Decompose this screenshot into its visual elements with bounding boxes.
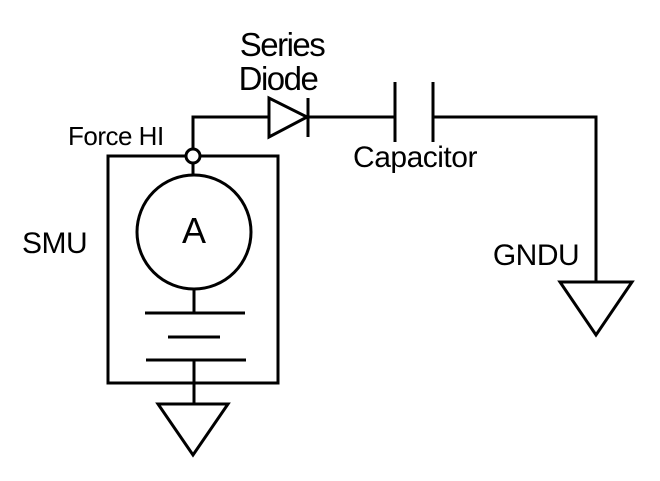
gndu-label: GNDU — [493, 239, 579, 272]
force-hi-label: Force HI — [68, 121, 164, 151]
force-hi-node-icon — [184, 147, 202, 165]
smu-label: SMU — [22, 227, 87, 260]
wire-forcehi-to-diode — [191, 115, 269, 150]
gndu-ground-icon — [557, 280, 635, 338]
capacitor-label: Capacitor — [353, 141, 477, 174]
series-diode-label-line2: Diode — [239, 60, 318, 97]
wire-capacitor-to-gndu — [433, 115, 598, 282]
smu-ground-icon — [155, 402, 231, 458]
series-diode-label-line1: Series — [240, 26, 326, 63]
diode-triangle — [267, 95, 311, 140]
circuit-lines — [106, 82, 635, 458]
ammeter-label: A — [182, 210, 206, 251]
